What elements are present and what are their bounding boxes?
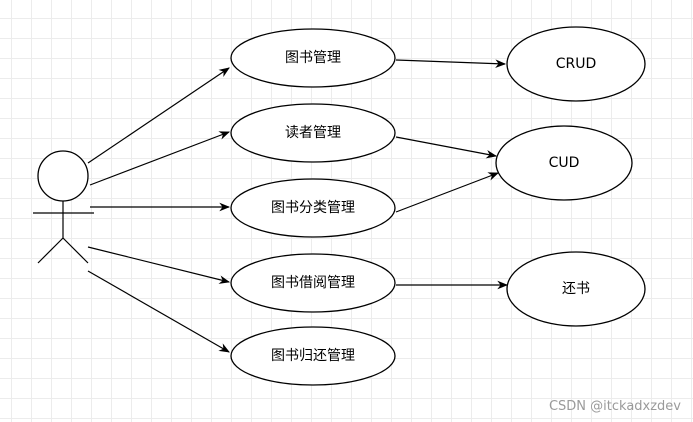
edge-uc1-op1 — [395, 59, 507, 68]
actor-figure — [33, 150, 94, 264]
use-case-label: 读者管理 — [285, 124, 341, 141]
actor-left-leg — [37, 237, 64, 264]
use-case-node-2[interactable]: 读者管理 — [230, 103, 396, 163]
use-case-label: 图书分类管理 — [271, 200, 355, 216]
actor-head — [37, 150, 89, 202]
edges — [87, 59, 509, 353]
edge-actor-uc1 — [87, 67, 230, 164]
edge-actor-uc4 — [87, 246, 231, 284]
operation-label: CRUD — [556, 56, 597, 72]
operation-node-cud[interactable]: CUD — [495, 125, 633, 201]
edge-actor-uc2 — [89, 131, 231, 186]
operation-node-crud[interactable]: CRUD — [506, 26, 646, 102]
actor-right-leg — [62, 237, 89, 264]
use-case-label: 图书归还管理 — [271, 347, 355, 364]
use-case-node-4[interactable]: 图书借阅管理 — [230, 253, 396, 313]
operation-node-return-book[interactable]: 还书 — [506, 251, 646, 327]
edge-uc3-op2 — [395, 172, 500, 213]
use-case-label: 图书管理 — [285, 50, 341, 66]
use-case-node-5[interactable]: 图书归还管理 — [230, 326, 396, 386]
use-case-label: 图书借阅管理 — [271, 275, 355, 291]
edge-uc2-op2 — [395, 136, 498, 159]
operation-label: 还书 — [562, 281, 590, 297]
edge-actor-uc5 — [87, 270, 230, 353]
use-case-node-1[interactable]: 图书管理 — [230, 28, 396, 88]
use-case-node-3[interactable]: 图书分类管理 — [230, 178, 396, 238]
operation-label: CUD — [549, 155, 580, 171]
watermark: CSDN @itckadxzdev — [548, 399, 681, 414]
